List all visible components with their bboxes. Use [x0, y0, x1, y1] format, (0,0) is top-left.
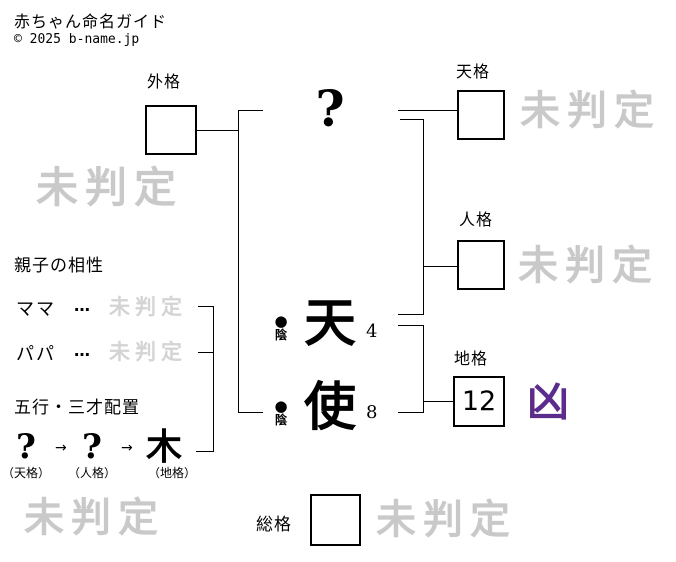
connector-line [198, 352, 213, 353]
mama-dots: … [74, 296, 90, 315]
gogyo-tenkaku-element: ? [16, 427, 36, 467]
chikaku-value: 12 [461, 386, 497, 417]
connector-line [196, 451, 213, 452]
connector-line [197, 130, 238, 131]
connector-line [398, 412, 424, 413]
stroke-count-shi: 8 [366, 402, 378, 423]
chikaku-value-box: 12 [453, 376, 505, 427]
chikaku-label: 地格 [454, 349, 489, 368]
connector-line [398, 314, 424, 315]
connector-line [398, 110, 457, 111]
surname-char-unknown: ? [315, 79, 345, 138]
yin-bullet-icon: ● [274, 397, 288, 415]
papa-result: 未判定 [109, 339, 187, 364]
mama-label: ママ [16, 299, 56, 320]
stroke-count-ten: 4 [366, 321, 378, 342]
papa-label: パパ [16, 344, 56, 365]
given-char-ten: 天 [303, 293, 356, 354]
jinkaku-result-watermark: 未判定 [518, 242, 659, 289]
inyo-mark-ten: ● 陰 [271, 314, 291, 342]
connector-line [238, 412, 263, 413]
arrow-right-icon: → [121, 440, 133, 456]
papa-dots: … [74, 341, 90, 360]
connector-line [238, 110, 263, 111]
compatibility-heading: 親子の相性 [14, 256, 104, 276]
gogyo-chikaku-caption: （地格） [148, 466, 197, 480]
chikaku-result-kyou: 凶 [527, 377, 570, 426]
connector-line [423, 266, 457, 267]
gaikaku-label: 外格 [147, 72, 182, 91]
given-char-shi: 使 [303, 377, 356, 438]
gogyo-jinkaku-caption: （人格） [68, 466, 117, 480]
connector-line [423, 401, 455, 402]
gogyo-chikaku-element: 木 [146, 426, 183, 468]
connector-line [423, 119, 424, 315]
soukaku-value-box [310, 494, 361, 546]
page-title: 赤ちゃん命名ガイド [14, 12, 168, 31]
bottom-left-watermark: 未判定 [24, 494, 165, 541]
jinkaku-value-box [457, 240, 505, 290]
connector-line [213, 306, 214, 452]
tenkaku-result-watermark: 未判定 [520, 87, 661, 134]
connector-line [398, 325, 424, 326]
inyo-mark-shi: ● 陰 [271, 399, 291, 427]
connector-line [198, 306, 213, 307]
copyright-text: © 2025 b-name.jp [14, 32, 140, 47]
mama-result: 未判定 [109, 294, 187, 319]
gaikaku-result-watermark: 未判定 [36, 163, 184, 212]
connector-line [423, 325, 424, 413]
soukaku-label: 総格 [256, 515, 292, 535]
gaikaku-value-box [145, 105, 197, 155]
connector-line [400, 119, 424, 120]
tenkaku-value-box [457, 90, 505, 140]
tenkaku-label: 天格 [456, 62, 491, 81]
soukaku-result-watermark: 未判定 [376, 496, 517, 543]
gogyo-jinkaku-element: ? [82, 427, 102, 467]
gogyo-tenkaku-caption: （天格） [2, 466, 51, 480]
yin-bullet-icon: ● [274, 312, 288, 330]
gogyo-heading: 五行・三才配置 [14, 398, 140, 418]
jinkaku-label: 人格 [459, 210, 494, 229]
connector-line [238, 110, 239, 413]
arrow-right-icon: → [55, 440, 67, 456]
